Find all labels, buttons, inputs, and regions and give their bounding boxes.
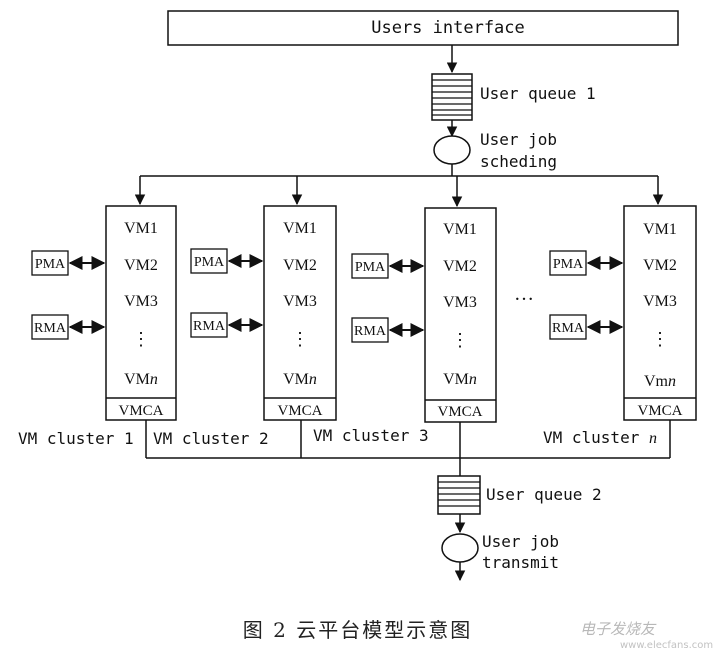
- figure-caption: 图 2 云平台模型示意图: [242, 618, 473, 642]
- rma-label-2: RMA: [193, 319, 226, 334]
- vm-vertical-ellipsis: ⋮: [451, 330, 469, 350]
- users-interface-label: Users interface: [371, 18, 525, 38]
- pma-label-3: PMA: [355, 260, 386, 275]
- vm-vertical-ellipsis: ⋮: [132, 329, 150, 349]
- vm-cluster-3: VM1 VM2 VM3 ⋮ VMn VMCA: [424, 207, 497, 423]
- vmca-label: VMCA: [437, 404, 482, 420]
- watermark-logo-text: 电子发烧友: [580, 620, 656, 638]
- scheduler-label-line2: scheding: [480, 152, 557, 171]
- user-queue-2: [437, 475, 481, 515]
- vm-cluster-n: VM1 VM2 VM3 ⋮ Vmn VMCA: [623, 205, 697, 421]
- user-queue-1: [431, 73, 473, 121]
- vmn-label: VMn: [443, 371, 477, 388]
- more-clusters-ellipsis: …: [514, 283, 534, 305]
- rma-label-3: RMA: [354, 324, 387, 339]
- transmit-label-line1: User job: [482, 532, 559, 551]
- rma-label-1: RMA: [34, 321, 67, 336]
- user-queue-2-label: User queue 2: [486, 485, 602, 504]
- rma-box-2: [190, 312, 228, 338]
- rma-box-1: [31, 314, 69, 340]
- vmca-label: VMCA: [118, 403, 163, 419]
- rma-box-n: [549, 314, 587, 340]
- user-job-transmit-node: [441, 533, 479, 563]
- vm3-label: VM3: [124, 293, 158, 310]
- vm-cluster-1-label: VM cluster 1: [18, 429, 134, 448]
- vmn-label: Vmn: [644, 373, 676, 390]
- rma-label-n: RMA: [552, 321, 585, 336]
- pma-box-2: [190, 248, 228, 274]
- vm-cluster-2-label: VM cluster 2: [153, 429, 269, 448]
- pma-box-3: [351, 253, 389, 279]
- vm2-label: VM2: [643, 257, 677, 274]
- rma-box-3: [351, 317, 389, 343]
- vm-cluster-1: VM1 VM2 VM3 ⋮ VMn VMCA: [105, 205, 177, 421]
- vmn-label: VMn: [283, 371, 317, 388]
- pma-label-1: PMA: [35, 257, 66, 272]
- vm2-label: VM2: [443, 258, 477, 275]
- users-interface-box: [167, 10, 679, 46]
- vm-cluster-n-label: VM cluster n: [543, 428, 657, 447]
- vm3-label: VM3: [443, 294, 477, 311]
- scheduler-label-line1: User job: [480, 130, 557, 149]
- vm2-label: VM2: [283, 257, 317, 274]
- pma-box-n: [549, 250, 587, 276]
- watermark-url: www.elecfans.com: [620, 640, 714, 651]
- vm-cluster-3-label: VM cluster 3: [313, 426, 429, 445]
- vm-vertical-ellipsis: ⋮: [291, 329, 309, 349]
- vmca-label: VMCA: [277, 403, 322, 419]
- pma-label-2: PMA: [194, 255, 225, 270]
- pma-box-1: [31, 250, 69, 276]
- vm-cluster-2: VM1 VM2 VM3 ⋮ VMn VMCA: [263, 205, 337, 421]
- pma-label-n: PMA: [553, 257, 584, 272]
- vm3-label: VM3: [643, 293, 677, 310]
- vm1-label: VM1: [443, 221, 477, 238]
- vmca-label: VMCA: [637, 403, 682, 419]
- vm3-label: VM3: [283, 293, 317, 310]
- vm1-label: VM1: [124, 220, 158, 237]
- vm1-label: VM1: [643, 221, 677, 238]
- transmit-label-line2: transmit: [482, 553, 559, 572]
- vm1-label: VM1: [283, 220, 317, 237]
- user-queue-1-label: User queue 1: [480, 84, 596, 103]
- vm-vertical-ellipsis: ⋮: [651, 329, 669, 349]
- user-job-scheduling-node: [433, 135, 471, 165]
- vm2-label: VM2: [124, 257, 158, 274]
- vmn-label: VMn: [124, 371, 158, 388]
